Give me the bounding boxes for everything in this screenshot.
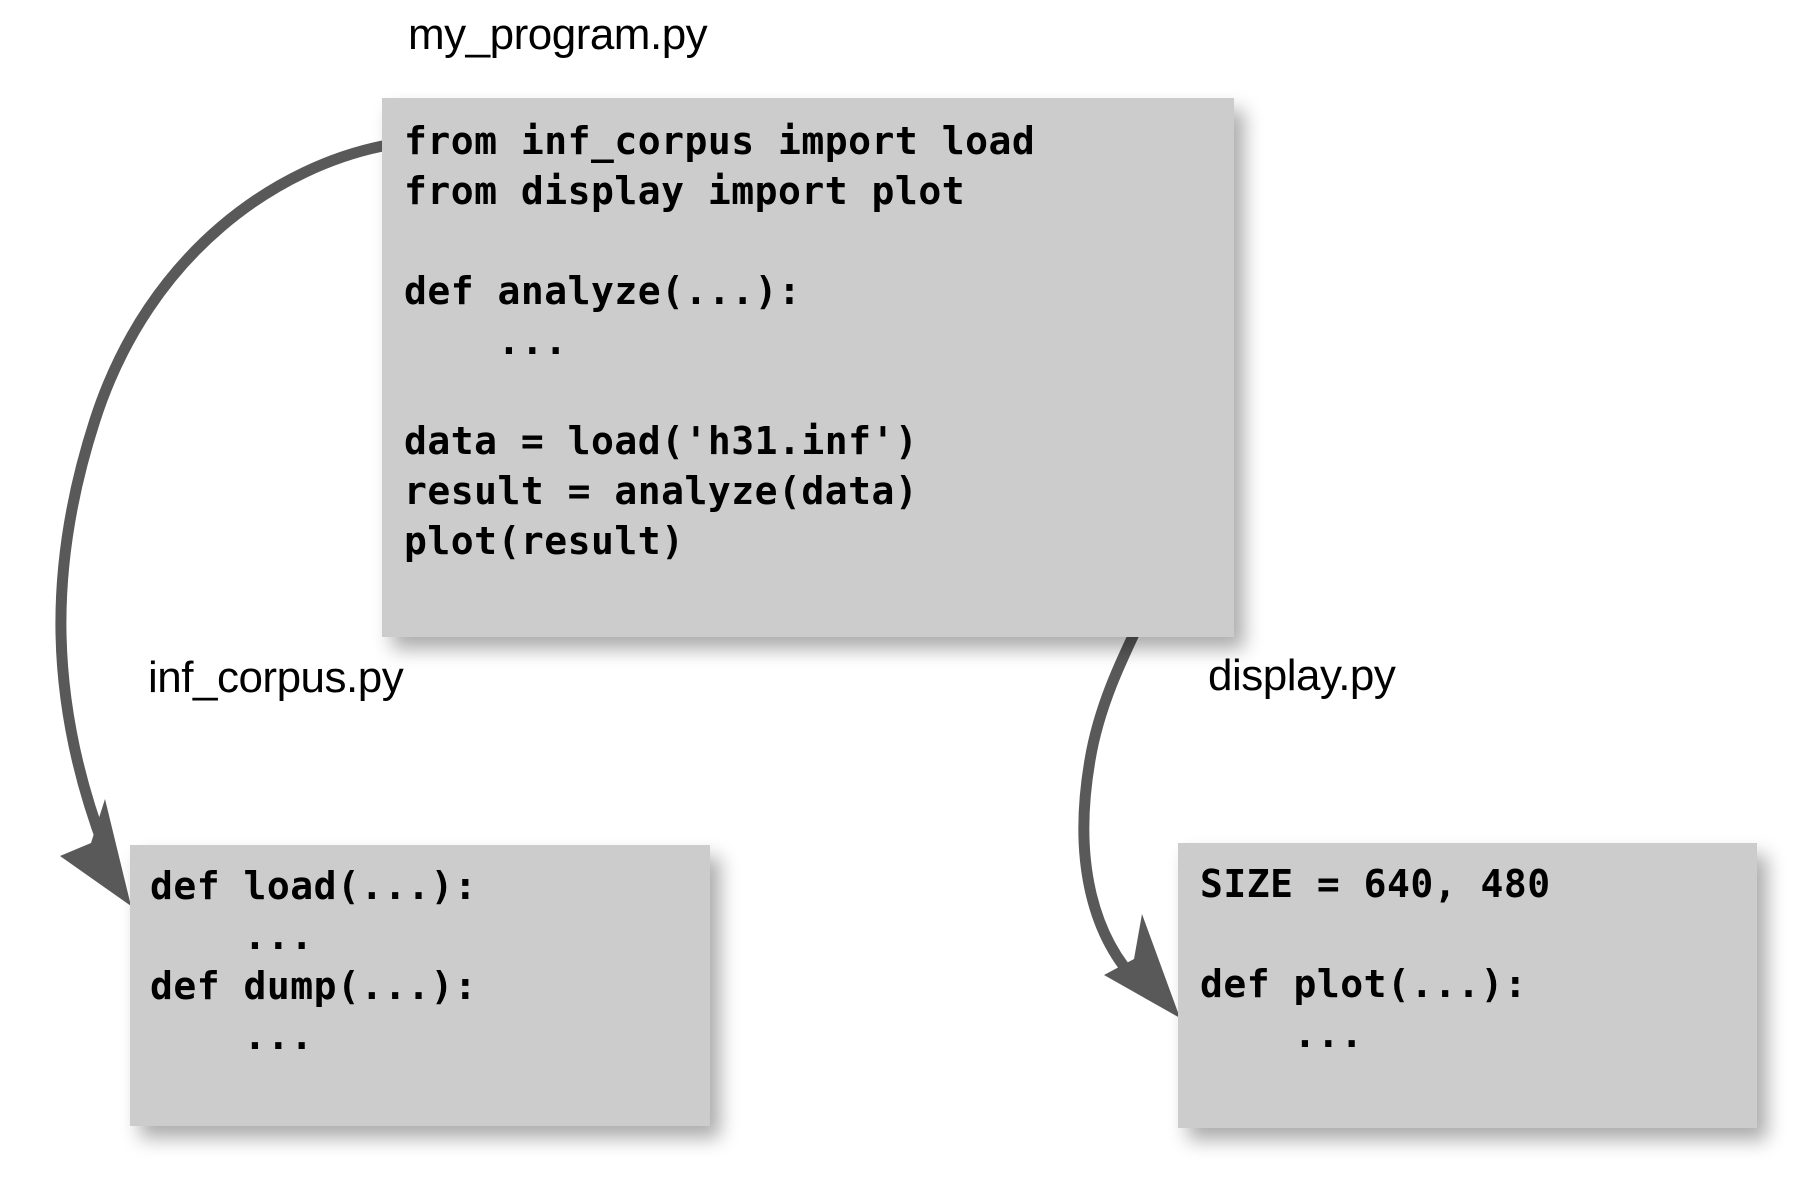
file-label-inf-corpus: inf_corpus.py bbox=[148, 653, 404, 702]
import-load-arrow bbox=[55, 139, 394, 906]
import-load-arrow-path bbox=[55, 139, 394, 856]
code-box-my-program: from inf_corpus import load from display… bbox=[382, 98, 1234, 637]
import-load-arrowhead bbox=[60, 799, 131, 906]
file-label-my-program: my_program.py bbox=[408, 10, 708, 59]
code-box-inf-corpus: def load(...): ... def dump(...): ... bbox=[130, 845, 710, 1126]
import-plot-arrowhead bbox=[1104, 914, 1180, 1018]
code-box-display: SIZE = 640, 480 def plot(...): ... bbox=[1178, 843, 1757, 1128]
code-text-display: SIZE = 640, 480 def plot(...): ... bbox=[1200, 862, 1551, 1056]
code-text-inf-corpus: def load(...): ... def dump(...): ... bbox=[150, 864, 478, 1058]
file-label-display: display.py bbox=[1208, 651, 1396, 700]
code-text-my-program: from inf_corpus import load from display… bbox=[404, 119, 1036, 563]
